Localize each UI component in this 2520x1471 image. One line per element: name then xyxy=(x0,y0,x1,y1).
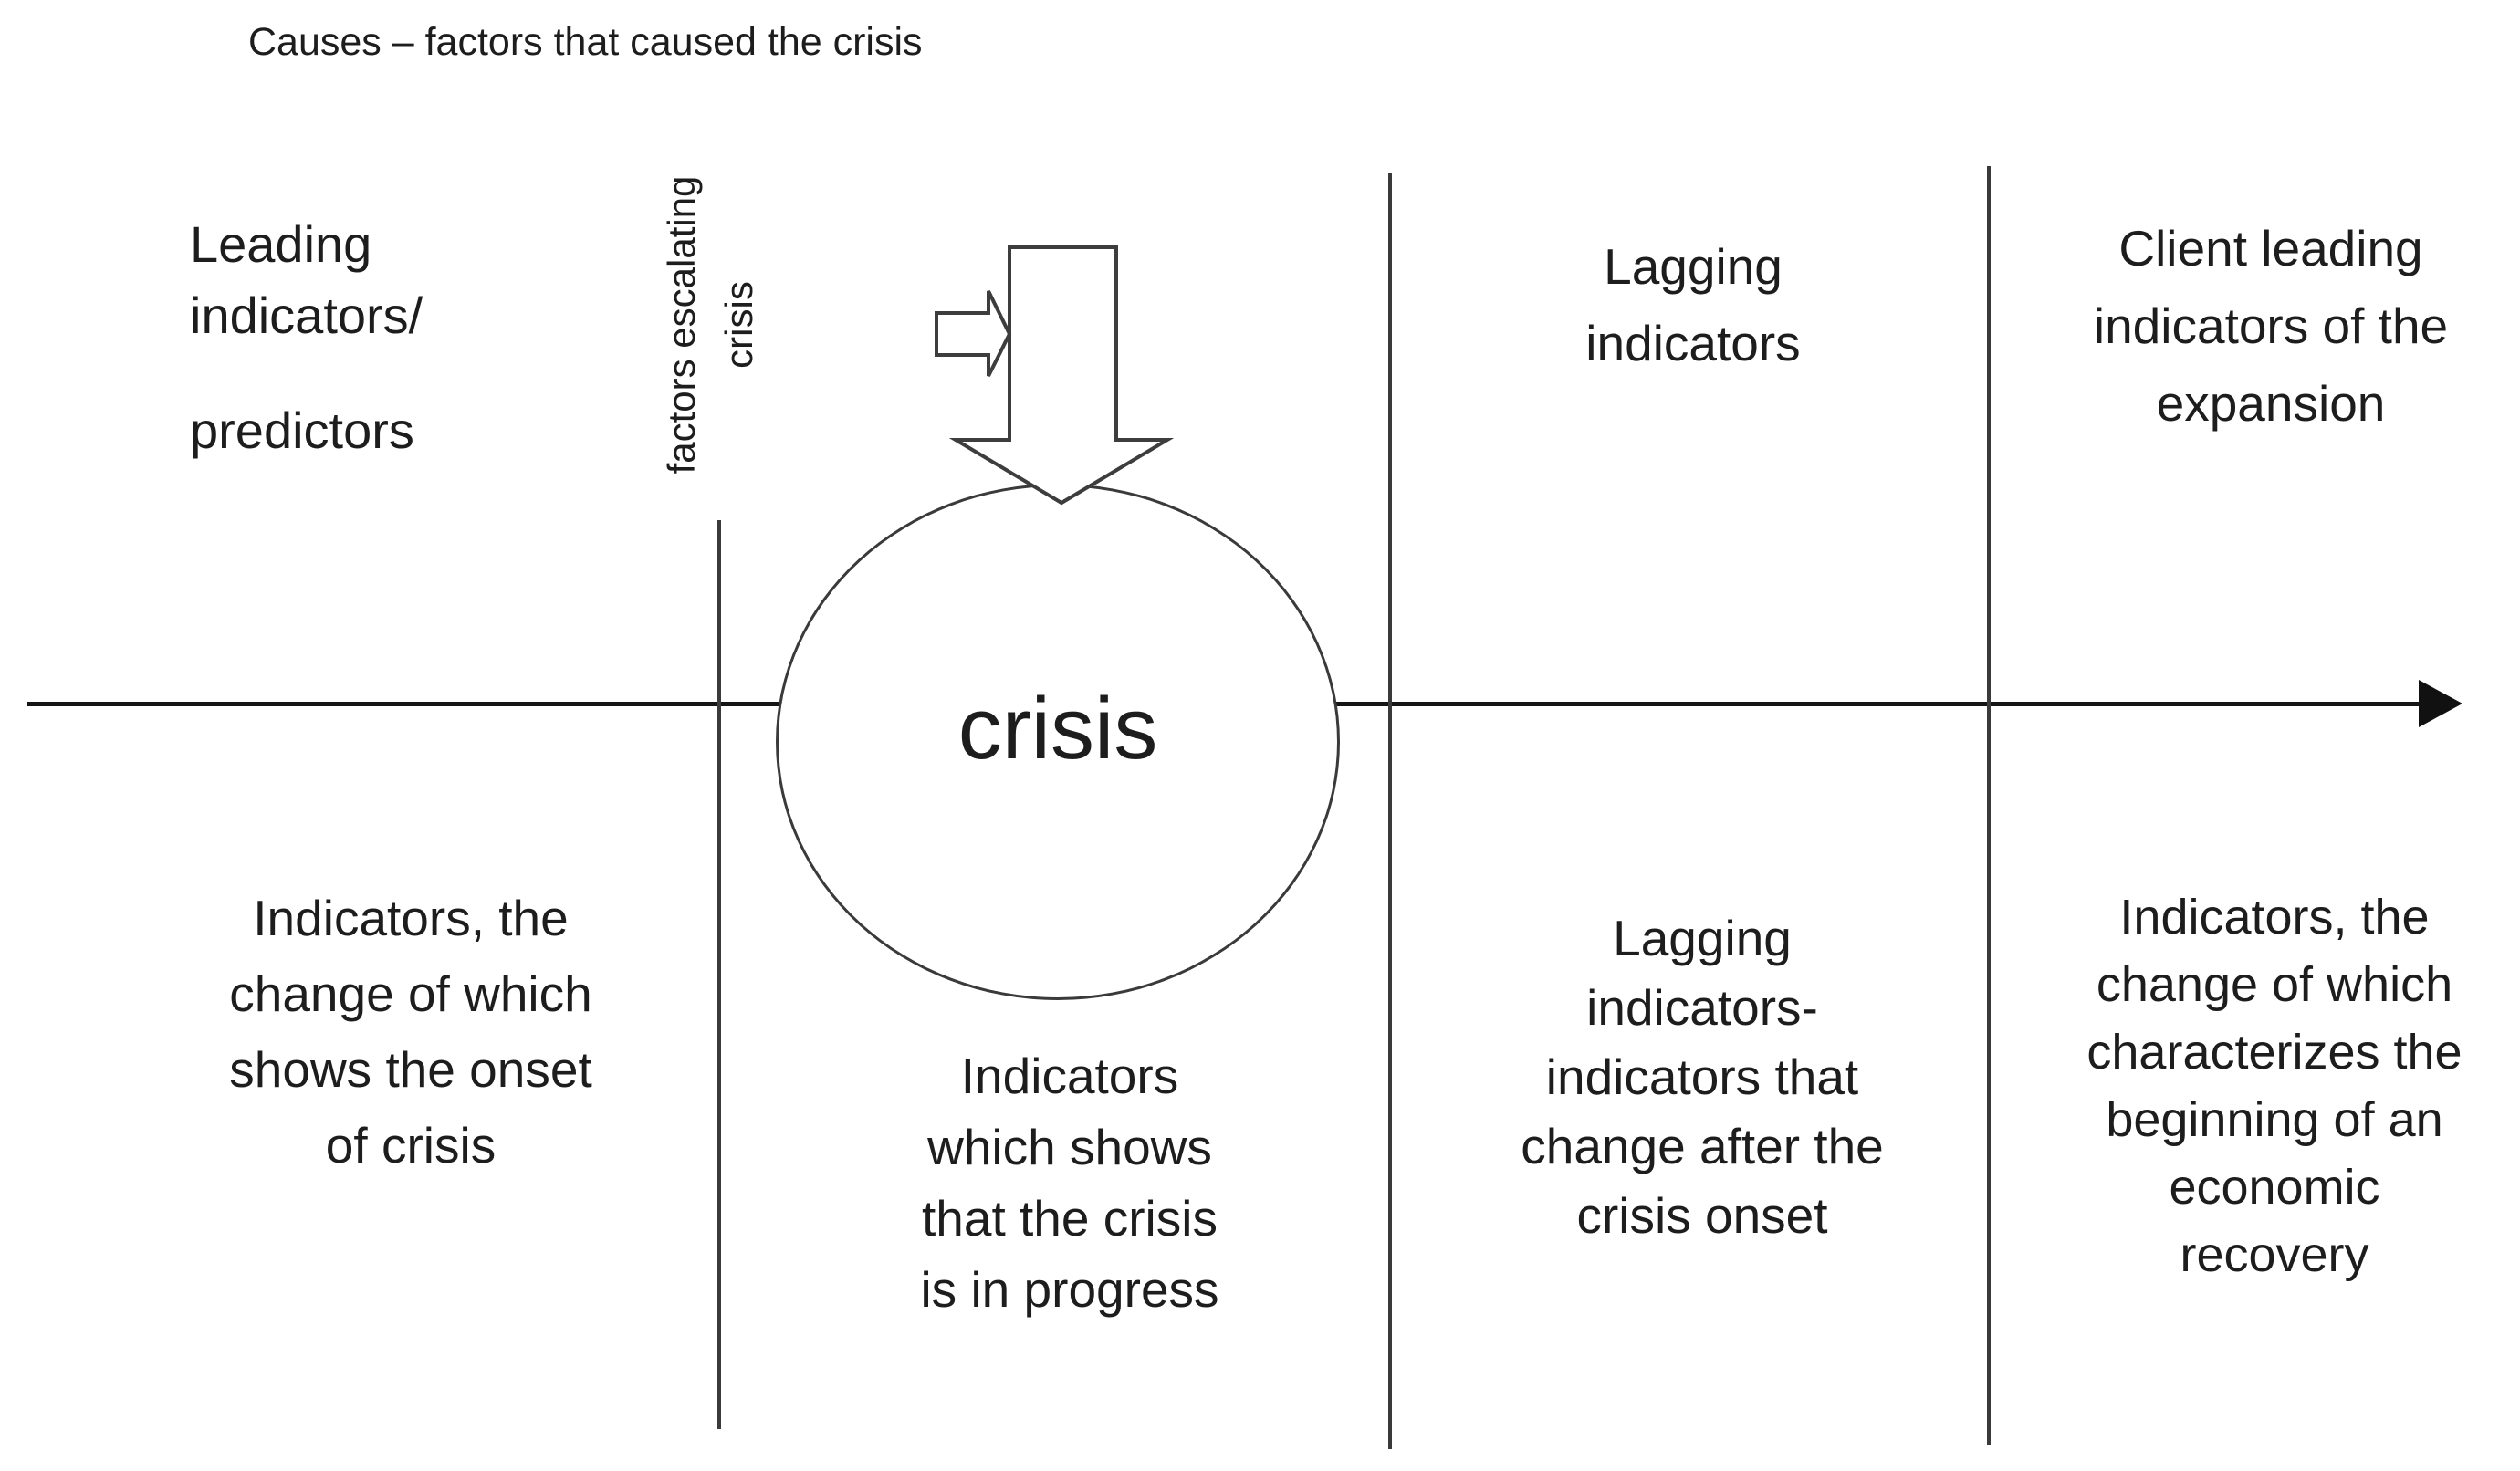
recovery-indicators-description: Indicators, the change of which characte… xyxy=(2086,890,2462,1282)
leading-indicators-label: Leading indicators/ xyxy=(190,215,423,344)
diagram-title: Causes – factors that caused the crisis xyxy=(248,20,923,64)
timeline-arrowhead-icon xyxy=(2419,680,2462,727)
crisis-label: crisis xyxy=(957,680,1158,777)
divider-line-crisis-onset xyxy=(717,520,721,1429)
divider-line-recovery-start xyxy=(1987,166,1991,1445)
client-leading-indicators-label: Client leading indicators of the expansi… xyxy=(2093,220,2449,432)
divider-line-crisis-end xyxy=(1388,173,1392,1449)
lagging-indicators-description: Lagging indicators- indicators that chan… xyxy=(1521,910,1884,1244)
small-right-arrow-icon xyxy=(935,290,1012,377)
in-progress-indicators-description: Indicators which shows that the crisis i… xyxy=(920,1048,1219,1318)
big-down-arrow-icon xyxy=(948,245,1175,506)
lagging-indicators-label: Lagging indicators xyxy=(1585,238,1801,371)
onset-indicators-description: Indicators, the change of which shows th… xyxy=(229,890,592,1174)
factors-escalating-vertical-label: factors escalating crisis xyxy=(660,175,760,475)
crisis-circle: crisis xyxy=(776,484,1340,1000)
predictors-label: predictors xyxy=(190,402,414,459)
